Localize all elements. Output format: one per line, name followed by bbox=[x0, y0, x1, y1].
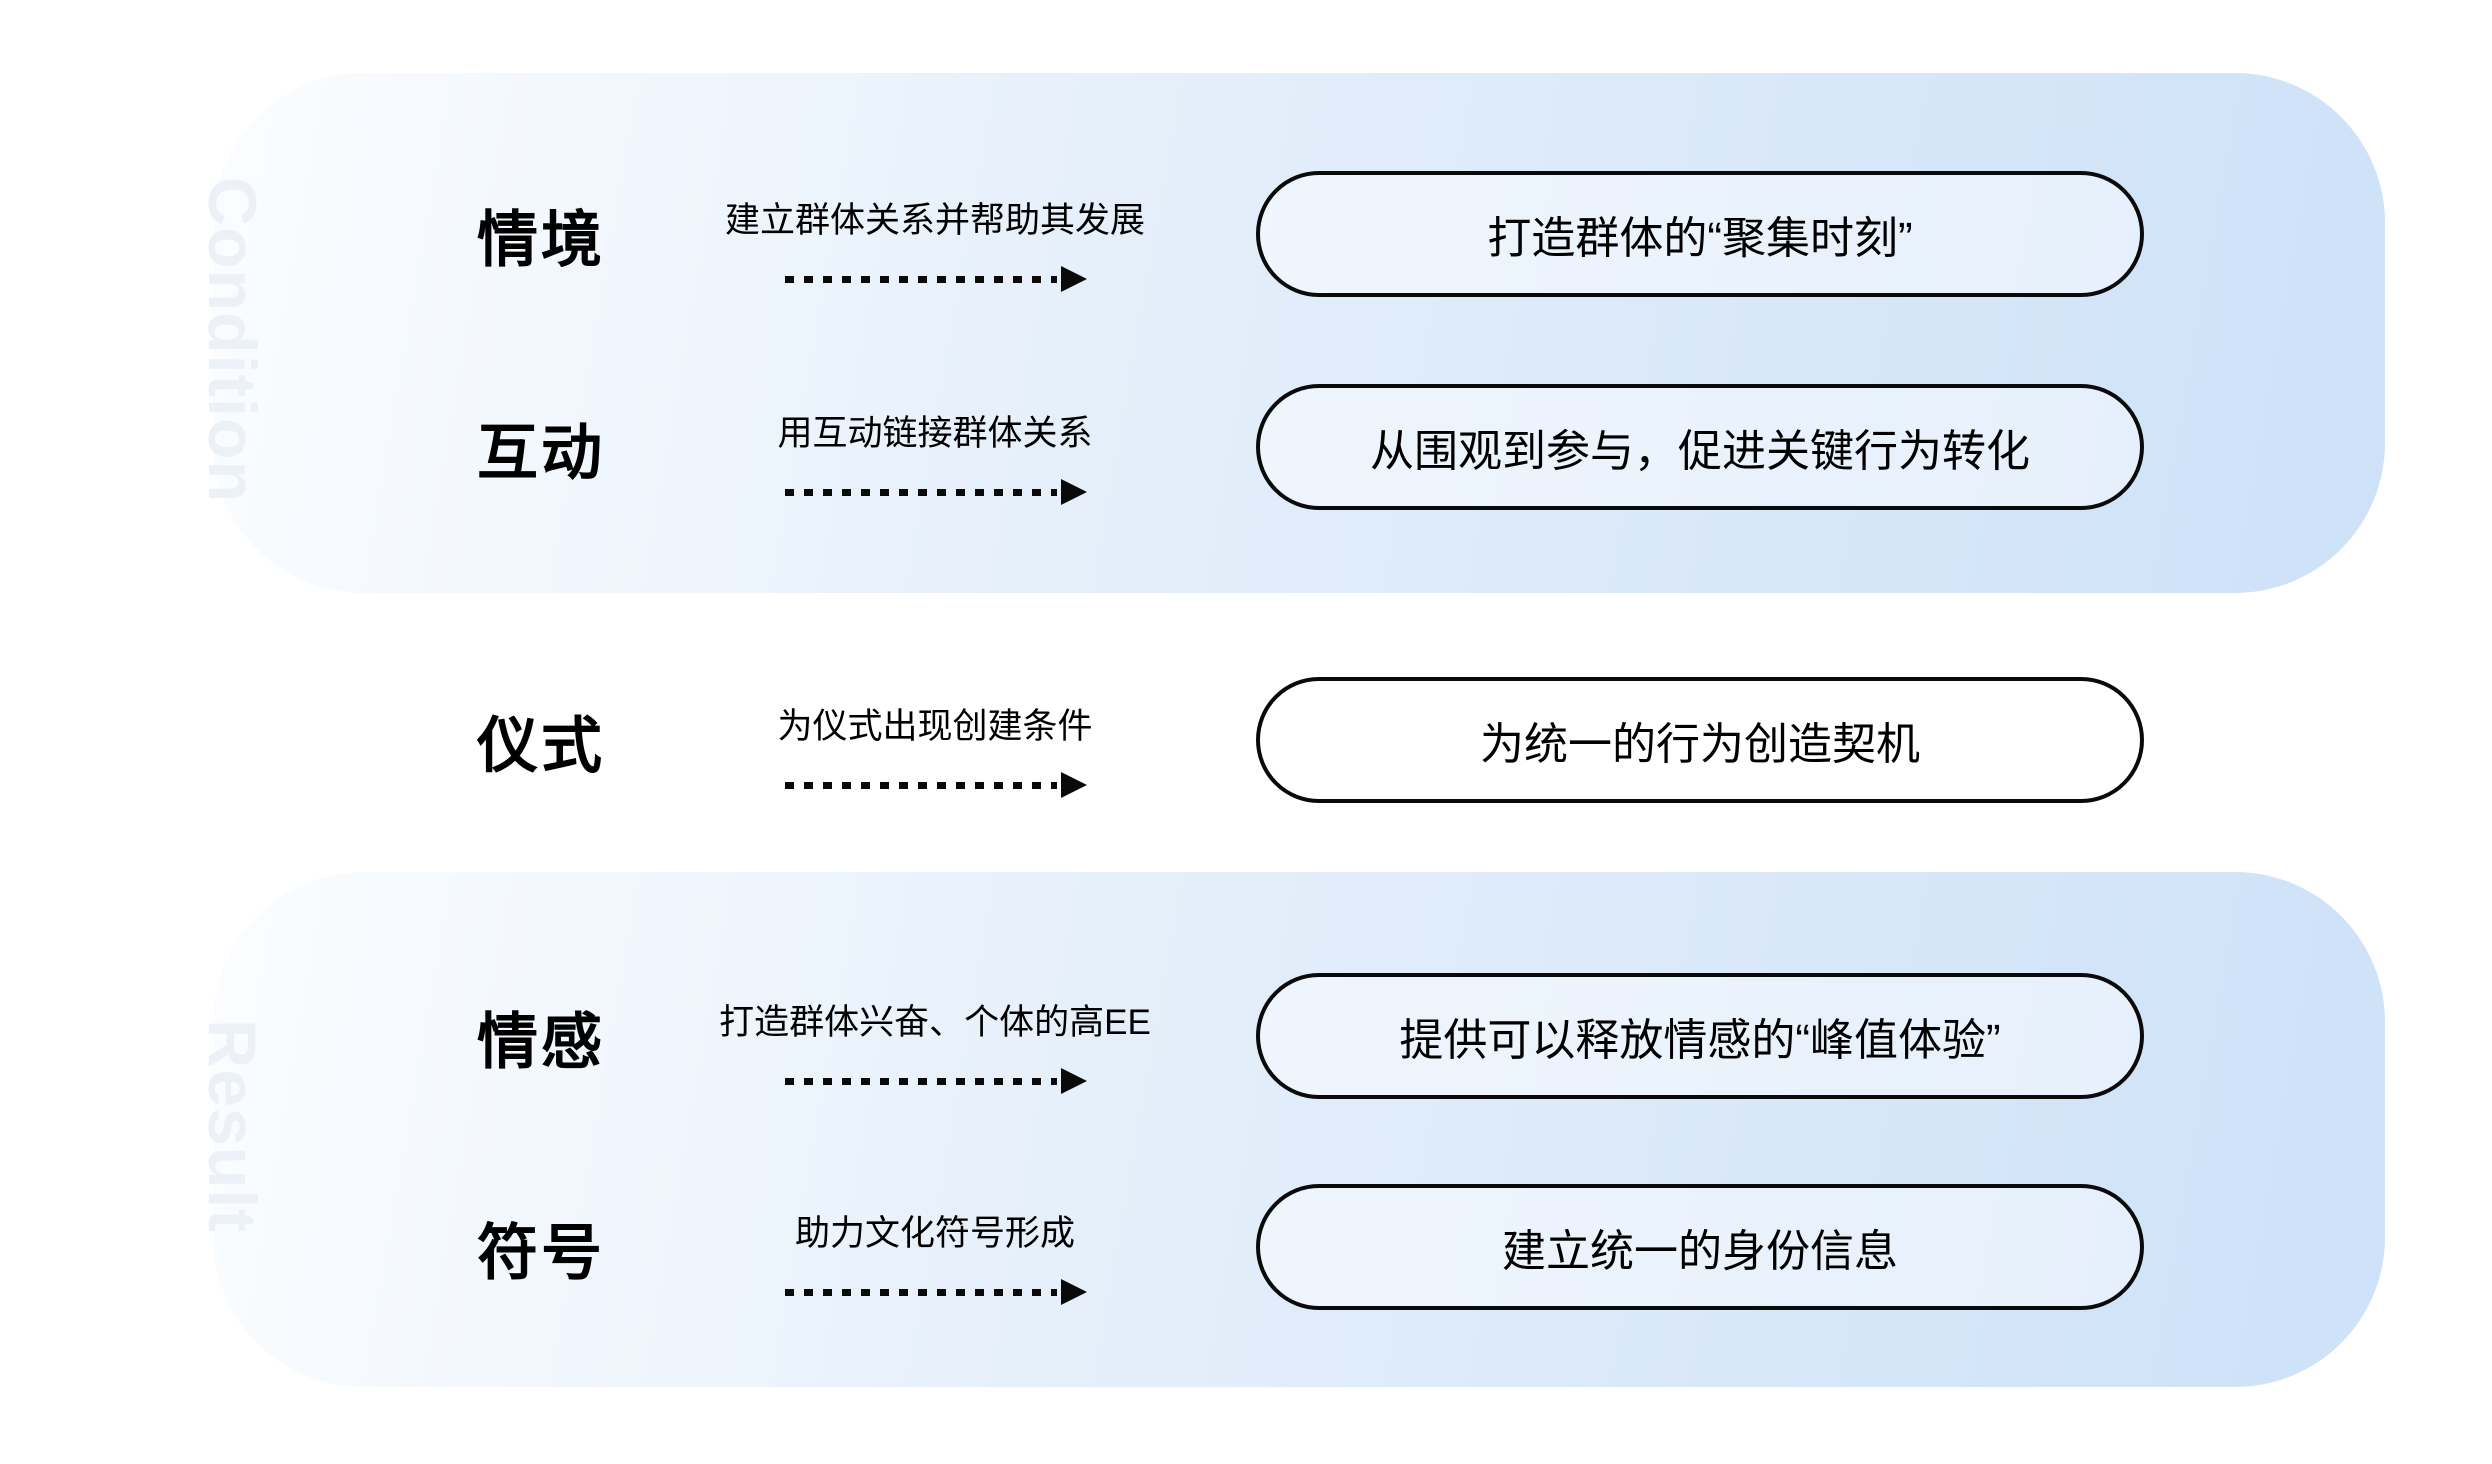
row-label: 情境 bbox=[477, 205, 606, 274]
flow-row-symbol: 符号 助力文化符号形成 建立统一的身份信息 bbox=[0, 1182, 2492, 1312]
flow-row-emotion: 情感 打造群体兴奋、个体的高EE 提供可以释放情感的“峰值体验” bbox=[0, 971, 2492, 1101]
outcome-text: 从围观到参与，促进关键行为转化 bbox=[1370, 427, 2030, 476]
arrow-line bbox=[785, 1078, 1057, 1085]
outcome-pill: 为统一的行为创造契机 bbox=[1256, 677, 2144, 803]
outcome-pill: 从围观到参与，促进关键行为转化 bbox=[1256, 384, 2144, 510]
row-description-group: 为仪式出现创建条件 bbox=[700, 675, 1170, 805]
flow-row-interaction: 互动 用互动链接群体关系 从围观到参与，促进关键行为转化 bbox=[0, 382, 2492, 512]
outcome-pill: 提供可以释放情感的“峰值体验” bbox=[1256, 973, 2144, 1099]
condition-panel bbox=[213, 73, 2385, 593]
arrow-line bbox=[785, 489, 1057, 496]
row-description: 助力文化符号形成 bbox=[794, 1214, 1075, 1253]
arrow-line bbox=[785, 782, 1057, 789]
outcome-pill: 打造群体的“聚集时刻” bbox=[1256, 171, 2144, 297]
row-description-group: 用互动链接群体关系 bbox=[700, 382, 1170, 512]
arrow-head bbox=[1061, 266, 1087, 292]
arrow-line bbox=[785, 1289, 1057, 1296]
flow-row-situation: 情境 建立群体关系并帮助其发展 打造群体的“聚集时刻” bbox=[0, 169, 2492, 299]
row-description: 为仪式出现创建条件 bbox=[777, 707, 1093, 746]
outcome-text: 为统一的行为创造契机 bbox=[1480, 720, 1920, 769]
row-description: 建立群体关系并帮助其发展 bbox=[724, 201, 1145, 240]
outcome-text: 打造群体的“聚集时刻” bbox=[1487, 214, 1913, 263]
arrow-line bbox=[785, 276, 1057, 283]
arrow-head bbox=[1061, 479, 1087, 505]
arrow-head bbox=[1061, 772, 1087, 798]
row-label: 互动 bbox=[477, 418, 606, 487]
outcome-text: 提供可以释放情感的“峰值体验” bbox=[1399, 1016, 2001, 1065]
row-description-group: 打造群体兴奋、个体的高EE bbox=[700, 971, 1170, 1101]
dashed-arrow-icon bbox=[785, 266, 1087, 292]
dashed-arrow-icon bbox=[785, 479, 1087, 505]
row-description-group: 助力文化符号形成 bbox=[700, 1182, 1170, 1312]
row-label: 仪式 bbox=[477, 711, 606, 780]
dashed-arrow-icon bbox=[785, 1279, 1087, 1305]
row-description-group: 建立群体关系并帮助其发展 bbox=[700, 169, 1170, 299]
arrow-head bbox=[1061, 1068, 1087, 1094]
row-label: 符号 bbox=[477, 1218, 606, 1287]
arrow-head bbox=[1061, 1279, 1087, 1305]
outcome-pill: 建立统一的身份信息 bbox=[1256, 1184, 2144, 1310]
outcome-text: 建立统一的身份信息 bbox=[1502, 1227, 1898, 1276]
flow-row-ritual: 仪式 为仪式出现创建条件 为统一的行为创造契机 bbox=[0, 675, 2492, 805]
row-description: 用互动链接群体关系 bbox=[777, 414, 1093, 453]
row-description: 打造群体兴奋、个体的高EE bbox=[719, 1003, 1151, 1042]
dashed-arrow-icon bbox=[785, 772, 1087, 798]
row-label: 情感 bbox=[477, 1007, 606, 1076]
dashed-arrow-icon bbox=[785, 1068, 1087, 1094]
